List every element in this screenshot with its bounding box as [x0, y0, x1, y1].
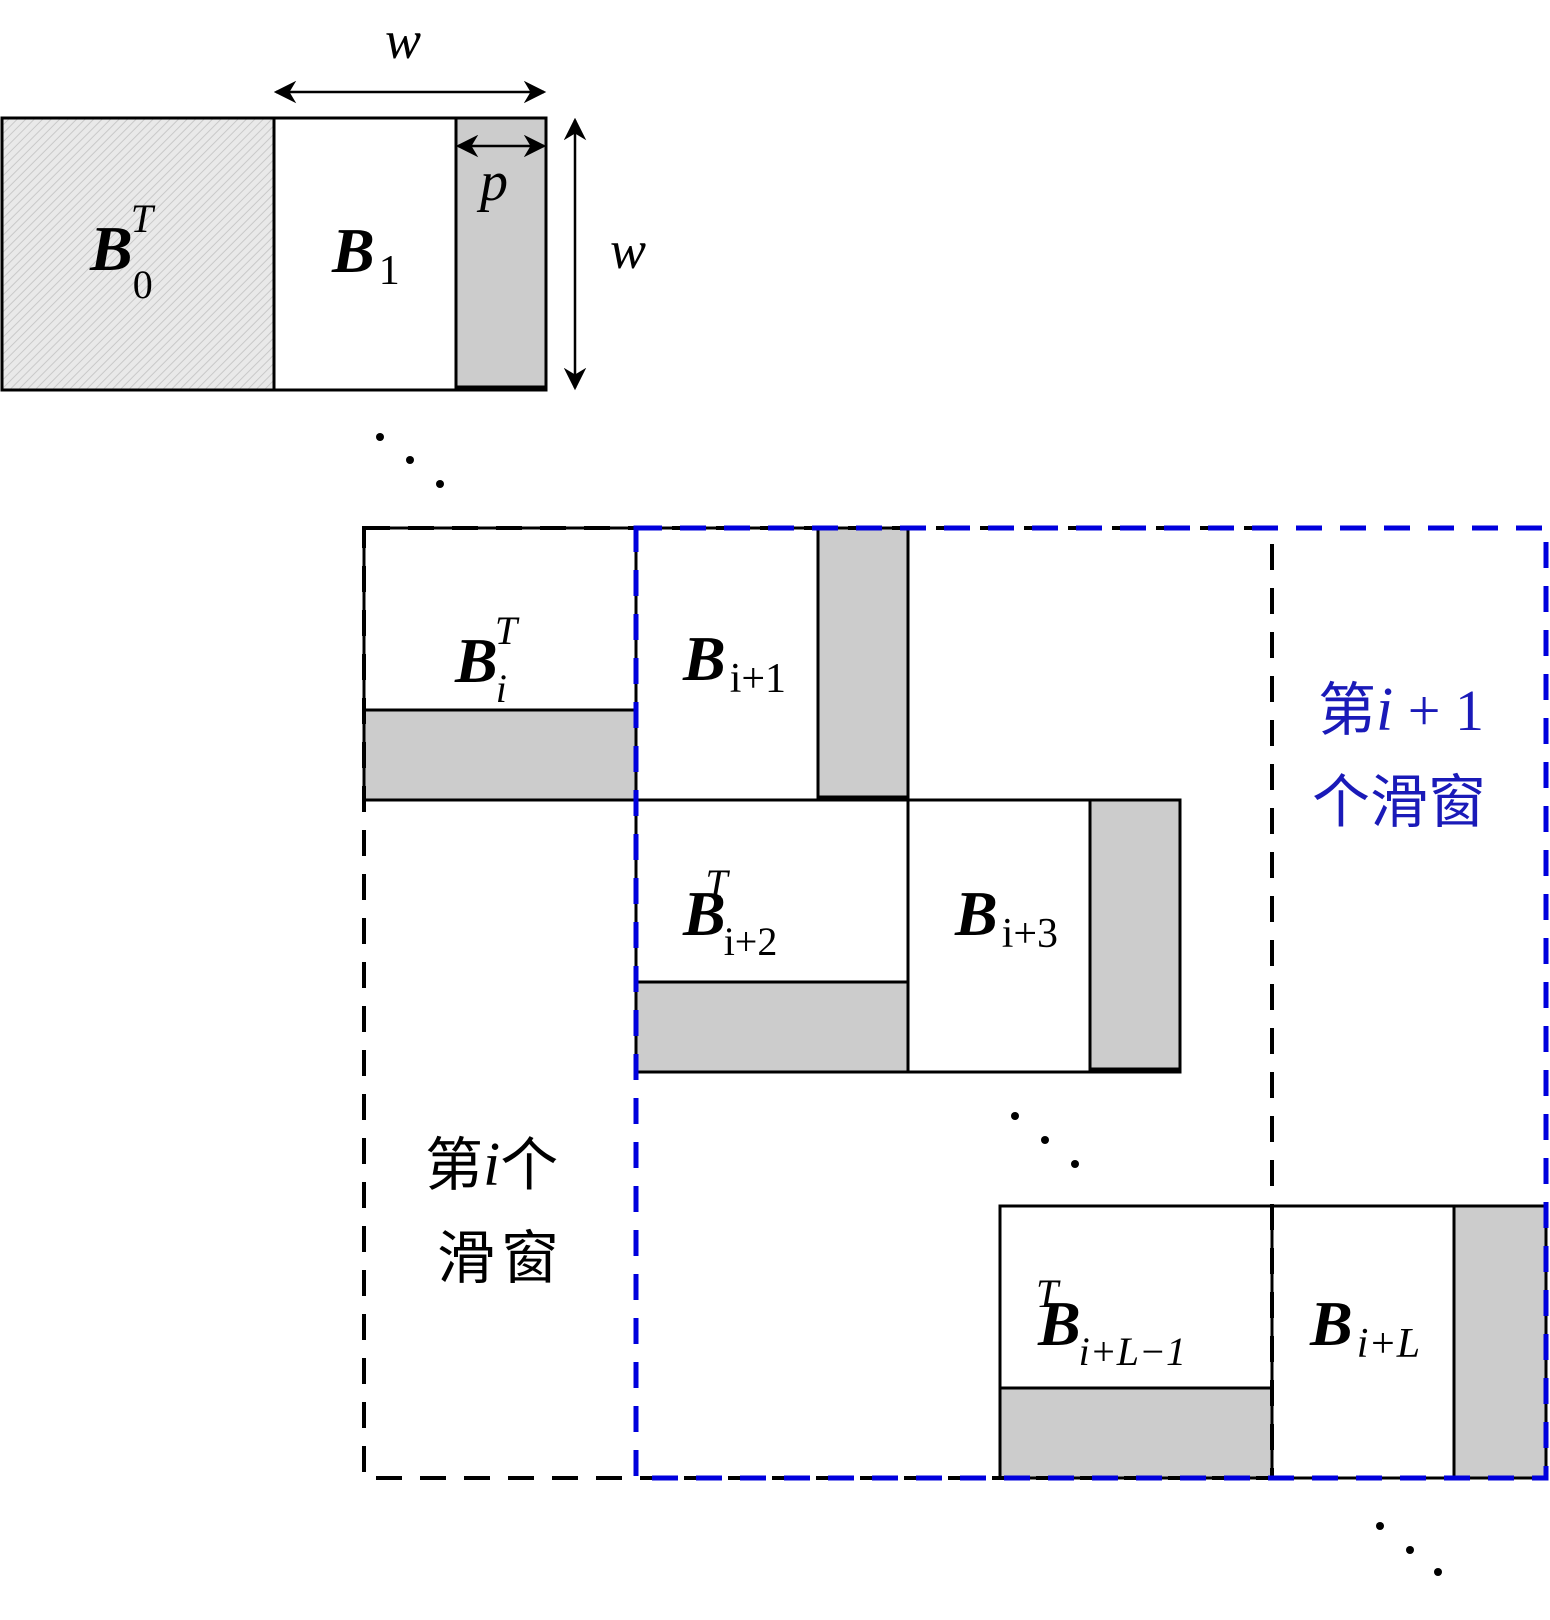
label-b1: B1 — [331, 215, 400, 294]
label-bi1: Bi+1 — [682, 623, 786, 702]
overlap-biL1t — [998, 1386, 1274, 1480]
label-b0t: B0T — [89, 196, 156, 307]
top-strip: B0T B1 w w p — [0, 10, 646, 392]
block-b0t — [0, 116, 276, 392]
ellipsis-top — [376, 433, 444, 488]
label-biL1t: Bi+L−1T — [1036, 1271, 1186, 1374]
overlap-bi2t — [634, 980, 910, 1074]
window-i-label: 第i个 滑窗 — [425, 1131, 565, 1292]
overlap-biL — [1452, 1204, 1548, 1480]
label-biL: Bi+L — [1309, 1288, 1420, 1367]
dim-label-w-top: w — [385, 10, 421, 70]
window-next-label: 第i + 1 个滑窗 — [1312, 676, 1486, 836]
svg-text:第i + 1: 第i + 1 — [1318, 676, 1484, 744]
dim-label-w-side: w — [610, 220, 646, 280]
svg-text:滑窗: 滑窗 — [437, 1224, 565, 1292]
overlap-b1 — [454, 116, 548, 392]
block-chain: BiT Bi+1 Bi+2T Bi+3 Bi+L− — [362, 526, 1548, 1480]
ellipsis-middle — [1011, 1112, 1079, 1168]
label-bi2t: Bi+2T — [682, 861, 777, 964]
ellipsis-bottom — [1376, 1522, 1442, 1576]
svg-text:个滑窗: 个滑窗 — [1312, 768, 1486, 836]
window-next — [633, 525, 1549, 1481]
dim-label-p: p — [476, 151, 508, 213]
label-bi3: Bi+3 — [954, 878, 1058, 957]
label-bit: BiT — [454, 608, 520, 711]
overlap-bit — [362, 708, 638, 802]
overlap-bi1 — [816, 526, 910, 802]
overlap-bi3 — [1088, 798, 1182, 1074]
svg-text:第i个: 第i个 — [425, 1131, 558, 1199]
